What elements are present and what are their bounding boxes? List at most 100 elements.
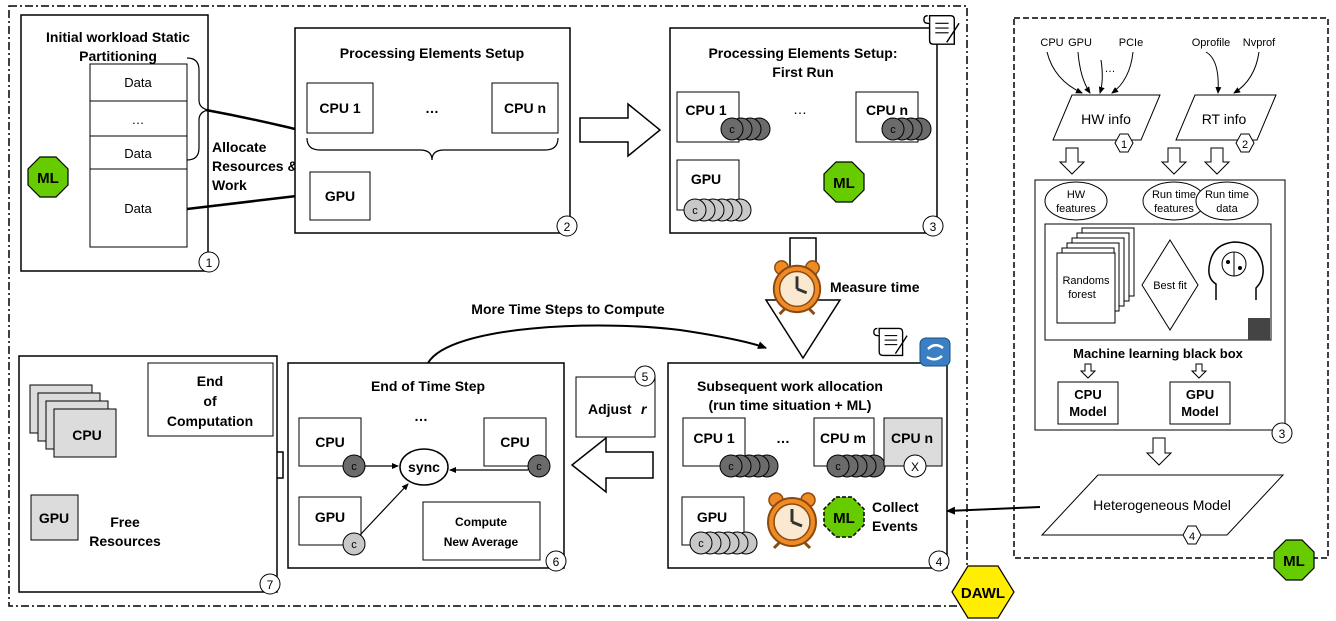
step4-ellipsis: … bbox=[776, 430, 790, 446]
svg-text:c: c bbox=[692, 205, 698, 217]
step3-title-line2: First Run bbox=[772, 64, 833, 80]
svg-text:c: c bbox=[890, 124, 896, 136]
rt-features-line1: Run time bbox=[1152, 189, 1196, 201]
free-line1: Free bbox=[110, 514, 140, 530]
svg-text:c: c bbox=[698, 538, 704, 550]
ml-frame bbox=[1013, 17, 1329, 559]
free-line2: Resources bbox=[89, 533, 161, 549]
allocate-line3: Work bbox=[212, 177, 247, 193]
end-line1: End bbox=[197, 373, 223, 389]
black-box-label: Machine learning black box bbox=[1073, 346, 1244, 361]
ml-n4: 4 bbox=[1189, 531, 1195, 543]
rt-features-line2: features bbox=[1154, 203, 1194, 215]
step2-number: 2 bbox=[564, 220, 571, 234]
allocate-line2: Resources & bbox=[212, 158, 298, 174]
allocate-line1: Allocate bbox=[212, 139, 267, 155]
input-nvprof: Nvprof bbox=[1243, 37, 1276, 49]
step4-title-line1: Subsequent work allocation bbox=[697, 378, 883, 394]
step6-number: 6 bbox=[553, 555, 560, 569]
sync-node: sync bbox=[408, 459, 440, 475]
svg-text:ML: ML bbox=[37, 170, 59, 187]
svg-text:c: c bbox=[728, 461, 734, 473]
ml-badge-step4: ML bbox=[823, 496, 865, 538]
step7-gpu: GPU bbox=[39, 510, 69, 526]
adjust-label: Adjust bbox=[588, 401, 632, 417]
ml-badge-step3: ML bbox=[823, 161, 865, 203]
step1-title-line1: Initial workload Static bbox=[46, 29, 190, 45]
best-fit: Best fit bbox=[1153, 280, 1187, 292]
step6-box: End of Time Step CPU c … CPU c sync GPU … bbox=[287, 362, 567, 572]
step4-excluded-core: X bbox=[911, 460, 919, 474]
end-line3: Computation bbox=[167, 413, 253, 429]
ml-badge-left: ML bbox=[27, 156, 69, 198]
step3-cpu1: CPU 1 bbox=[685, 102, 726, 118]
step4-cpun: CPU n bbox=[891, 430, 933, 446]
scroll-icon bbox=[923, 14, 960, 45]
model-to-collect-arrow bbox=[946, 506, 1041, 515]
step6-cpu-left: CPU bbox=[315, 434, 345, 450]
collect-line1: Collect bbox=[872, 499, 919, 515]
ml-n1: 1 bbox=[1121, 139, 1127, 151]
rt-info: RT info bbox=[1202, 111, 1247, 127]
step2-ellipsis: … bbox=[425, 100, 439, 116]
step6-cpu-right: CPU bbox=[500, 434, 530, 450]
compute-line2: New Average bbox=[444, 535, 519, 549]
step2-box: Processing Elements Setup CPU 1 … CPU n … bbox=[294, 27, 578, 237]
scroll-icon-step4 bbox=[873, 327, 908, 357]
arrow-4-to-6 bbox=[570, 436, 654, 494]
step3-box: Processing Elements Setup: First Run CPU… bbox=[669, 27, 944, 237]
ml-n2: 2 bbox=[1242, 139, 1248, 151]
data-cell-4: Data bbox=[124, 201, 152, 216]
randoms-line2: forest bbox=[1068, 289, 1096, 301]
step2-title: Processing Elements Setup bbox=[340, 45, 524, 61]
input-pcie: PCIe bbox=[1119, 37, 1143, 49]
svg-text:ML: ML bbox=[833, 175, 855, 192]
cpu-model-line2: Model bbox=[1069, 404, 1107, 419]
data-cell-1: Data bbox=[124, 75, 152, 90]
step6-title: End of Time Step bbox=[371, 378, 485, 394]
step4-gpu: GPU bbox=[697, 509, 727, 525]
step7-cpu: CPU bbox=[72, 427, 102, 443]
step1-number: 1 bbox=[206, 256, 213, 270]
step3-gpu: GPU bbox=[691, 171, 721, 187]
gpu-model-line2: Model bbox=[1181, 404, 1219, 419]
step2-gpu: GPU bbox=[325, 188, 355, 204]
ml-badge-right: ML bbox=[1273, 539, 1315, 581]
randoms-line1: Randoms bbox=[1062, 275, 1110, 287]
loop-back-arrow bbox=[427, 324, 767, 364]
step6-ellipsis: … bbox=[414, 408, 428, 424]
compute-line1: Compute bbox=[455, 515, 507, 529]
data-to-gpu-arrow bbox=[186, 191, 306, 211]
data-cell-3: Data bbox=[124, 146, 152, 161]
measure-time-label: Measure time bbox=[830, 279, 920, 295]
adjust-var: r bbox=[641, 401, 648, 417]
svg-text:c: c bbox=[351, 539, 357, 551]
hw-features-line1: HW bbox=[1067, 189, 1086, 201]
step4-cpum: CPU m bbox=[820, 430, 866, 446]
more-time-steps-label: More Time Steps to Compute bbox=[471, 301, 665, 317]
step7-box: End of Computation CPU GPU Free Resource… bbox=[18, 355, 281, 595]
ml-panel: CPU GPU … PCIe Oprofile Nvprof HW info R… bbox=[1034, 37, 1293, 545]
clock-icon bbox=[772, 259, 822, 316]
hetero-model: Heterogeneous Model bbox=[1093, 497, 1231, 513]
input-cpu: CPU bbox=[1040, 37, 1063, 49]
input-gpu: GPU bbox=[1068, 37, 1092, 49]
step1-title-line2: Partitioning bbox=[79, 48, 157, 64]
step4-cpu1: CPU 1 bbox=[693, 430, 734, 446]
data-cell-2: … bbox=[132, 112, 145, 127]
brain-head-icon bbox=[1208, 241, 1264, 300]
refresh-icon bbox=[919, 337, 951, 367]
step7-number: 7 bbox=[267, 578, 274, 592]
clock-icon-step4 bbox=[766, 491, 818, 550]
step3-title-line1: Processing Elements Setup: bbox=[708, 45, 897, 61]
step2-cpun: CPU n bbox=[504, 100, 546, 116]
svg-text:ML: ML bbox=[1283, 553, 1305, 570]
step6-gpu: GPU bbox=[315, 509, 345, 525]
svg-text:ML: ML bbox=[833, 510, 855, 527]
step5-number: 5 bbox=[642, 370, 649, 384]
end-line2: of bbox=[203, 393, 217, 409]
step2-cpu1: CPU 1 bbox=[319, 100, 360, 116]
gpu-model-line1: GPU bbox=[1186, 387, 1214, 402]
dawl-frame bbox=[8, 5, 968, 607]
